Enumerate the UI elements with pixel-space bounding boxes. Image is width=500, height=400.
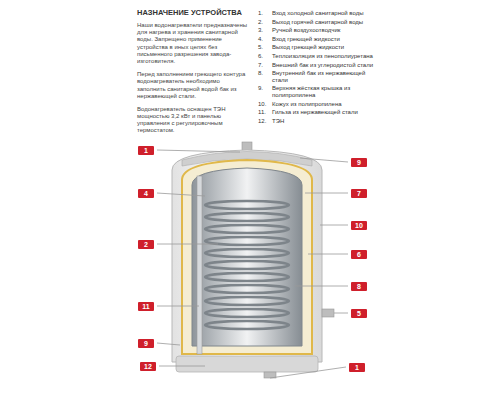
legend-text: Кожух из полипропилена [272,101,380,108]
callout-number: 8 [351,282,367,291]
callout-number: 10 [351,221,367,230]
callout-number: 4 [138,189,154,198]
legend-text: Верхняя жёсткая крышка из полипропилена [272,85,380,98]
legend-number: 2. [258,19,272,26]
legend-text: Вход холодной санитарной воды [272,10,380,17]
paragraph: Перед заполнением греющего контура водон… [137,71,249,100]
heating-coil [205,201,289,329]
legend-number: 11. [258,109,272,116]
callout-number: 7 [351,189,367,198]
legend-text: Выход греющей жидкости [272,44,380,51]
legend-text: Вход греющей жидкости [272,36,380,43]
sleeve [197,176,202,354]
callout-number: 11 [138,302,154,311]
legend-text: Ручной воздухоотводчик [272,27,380,34]
inner-tank [192,168,302,346]
legend-number: 7. [258,62,272,69]
legend-text: Гильза из нержавеющей стали [272,109,380,116]
legend-text: Внутренний бак из нержавеющей стали [272,70,380,83]
callout-number: 9 [351,158,367,167]
side-pipe [322,309,334,317]
legend-number: 4. [258,36,272,43]
legend-text: Выход горячей санитарной воды [272,19,380,26]
callout-number: 6 [351,250,367,259]
legend-number: 3. [258,27,272,34]
insulation [182,160,312,354]
legend-text: Внешний бак из углеродистой стали [272,62,380,69]
tank [172,142,334,378]
legend-number: 9. [258,85,272,92]
paragraph: Водонагреватель оснащен ТЭН мощностью 3,… [137,106,249,135]
callout-number: 9 [138,339,154,348]
callout-number: 1 [138,146,154,155]
legend-text: Теплоизоляция из пенополиуретана [272,53,380,60]
callout-number: 1 [349,363,365,372]
legend-number: 1. [258,10,272,17]
legend-number: 12. [258,118,272,125]
base [176,356,318,372]
legend-number: 8. [258,70,272,77]
title: НАЗНАЧЕНИЕ УСТРОЙСТВА [137,8,262,17]
callout-number: 5 [351,309,367,318]
legend-number: 6. [258,53,272,60]
callout-number: 12 [140,362,156,371]
legend-number: 5. [258,44,272,51]
outer-casing [172,150,322,362]
legend-number: 10. [258,101,272,108]
leader-lines [157,150,348,378]
callout-number: 2 [138,240,154,249]
paragraph: Наши водонагреватели предназначены для н… [137,22,249,65]
legend-text: ТЭН [272,118,380,125]
